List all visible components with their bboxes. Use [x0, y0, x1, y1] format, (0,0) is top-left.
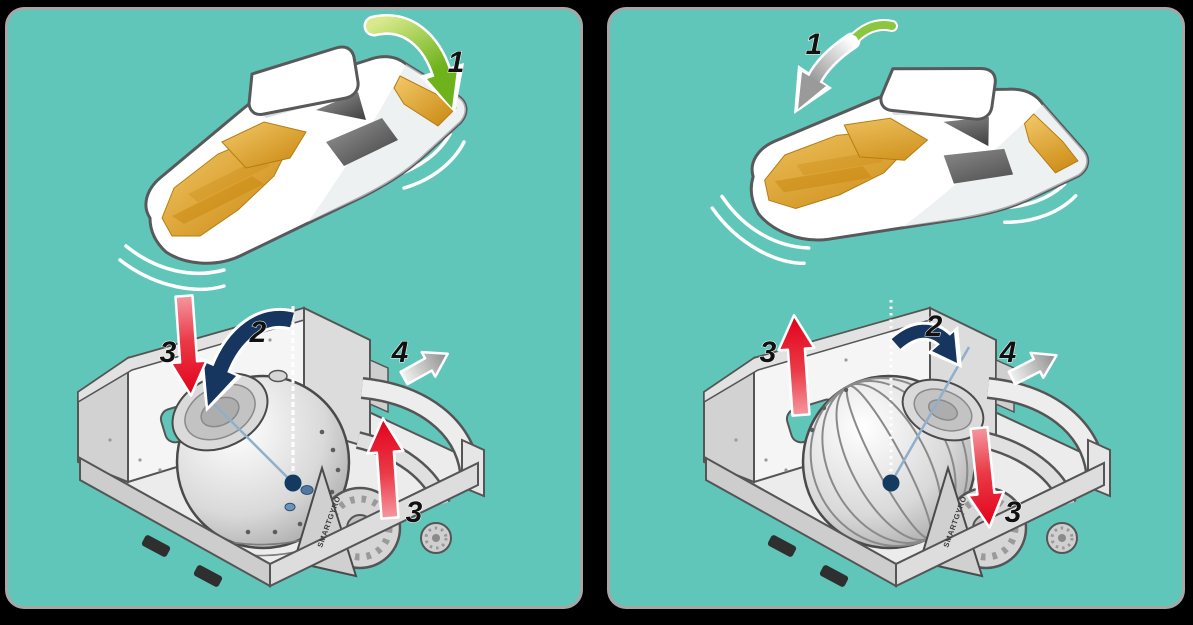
step-label-2: 2 [249, 316, 267, 349]
panel-roll-port: 1 [610, 10, 1182, 606]
flywheel-sphere [801, 374, 985, 550]
left-panel-canvas: 1 [8, 14, 580, 606]
precession-arrow-navy [889, 321, 962, 368]
pivot-dot [882, 474, 900, 492]
step-label-1: 1 [806, 28, 823, 61]
gyro-illustration: SMARTGYRO [78, 307, 484, 588]
right-panel-canvas: 1 [610, 10, 1182, 606]
torque-arrow-up-left [777, 313, 816, 417]
yaw-arrow-gray [1007, 351, 1058, 386]
roll-arrow-green [363, 14, 464, 113]
yaw-arrow-gray [399, 350, 449, 386]
step-label-3-left: 3 [760, 336, 777, 369]
tilt-axis-line [207, 397, 294, 484]
boat-illustration [701, 10, 1108, 339]
step-label-3-right: 3 [406, 496, 423, 529]
torque-arrow-down-left [169, 294, 208, 398]
pivot-dot [284, 474, 302, 492]
panel-roll-starboard: 1 [8, 10, 580, 606]
step-label-3-right: 3 [1005, 496, 1022, 529]
roll-arrow-gray-green [794, 19, 898, 114]
precession-arrow-navy [200, 308, 295, 412]
step-label-2: 2 [925, 310, 943, 343]
step-label-4: 4 [999, 336, 1017, 369]
step-label-4: 4 [391, 336, 409, 369]
gyro-illustration: SMARTGYRO [704, 307, 1110, 588]
flywheel-sphere [171, 369, 351, 557]
step-label-3-left: 3 [160, 336, 177, 369]
tilt-axis-line [889, 346, 971, 484]
torque-arrow-down-right [966, 425, 1006, 529]
boat-illustration [118, 45, 468, 292]
step-label-1: 1 [448, 46, 465, 79]
torque-arrow-up-right [366, 416, 405, 520]
